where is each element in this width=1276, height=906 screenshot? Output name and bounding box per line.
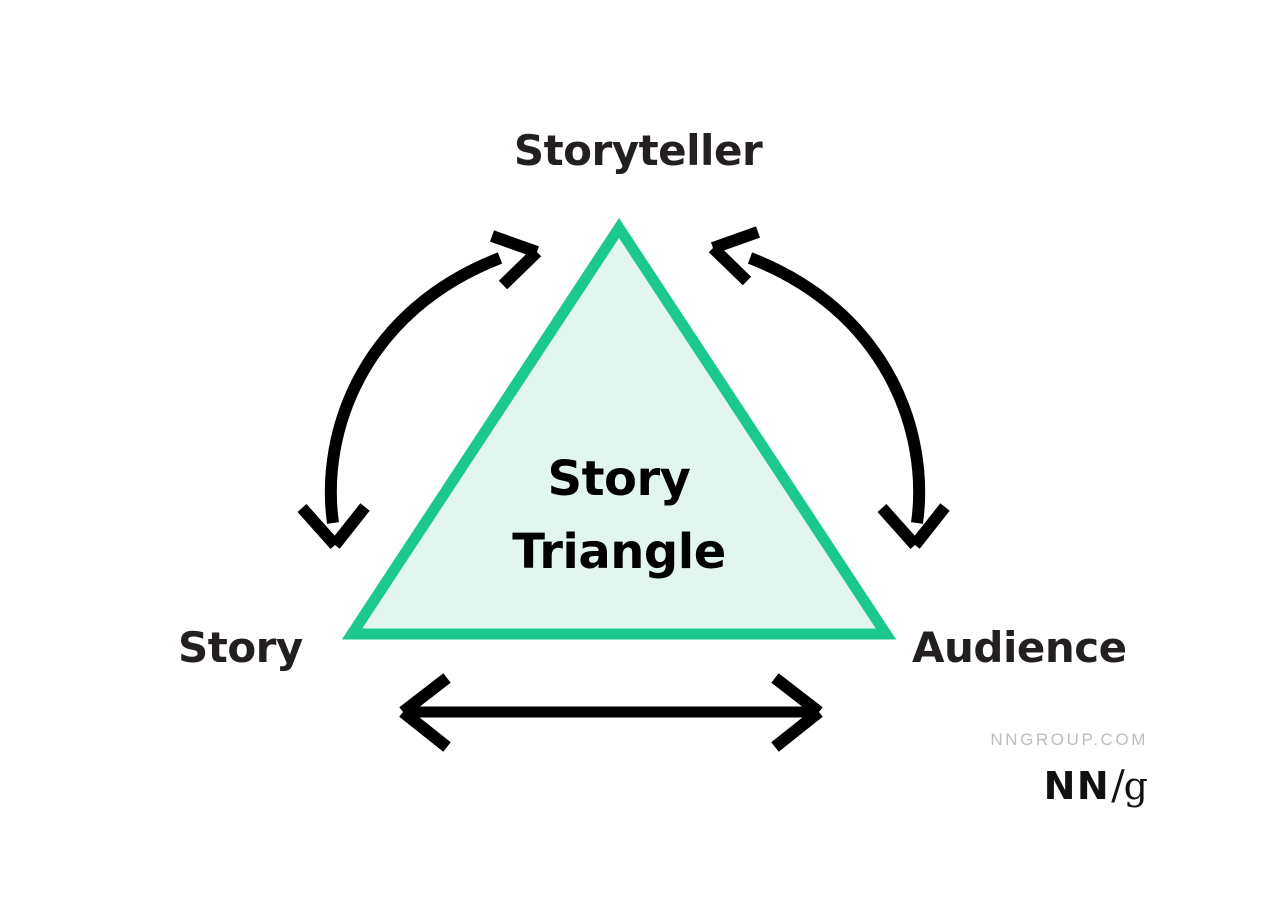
center-label-line-1: Story [547, 451, 691, 507]
vertex-label-storyteller: Storyteller [513, 126, 763, 175]
brand-url-text: NNGROUP.COM [990, 730, 1148, 749]
logo-g-text: g [1123, 764, 1148, 808]
nng-logo: NN/g [990, 766, 1148, 806]
arrow-story-storyteller [297, 230, 542, 549]
logo-slash-text: / [1111, 763, 1125, 809]
triangle-center-label: Story Triangle [419, 443, 819, 589]
branding-block: NNGROUP.COM NN/g [990, 731, 1148, 806]
logo-nn-text: NN [1043, 764, 1111, 808]
arrow-story-audience [399, 673, 823, 752]
story-triangle-shape [341, 217, 897, 640]
vertex-label-audience: Audience [912, 623, 1127, 672]
arrow-storyteller-audience [708, 226, 950, 549]
vertex-label-story: Story [178, 623, 303, 672]
center-label-line-2: Triangle [512, 523, 726, 580]
